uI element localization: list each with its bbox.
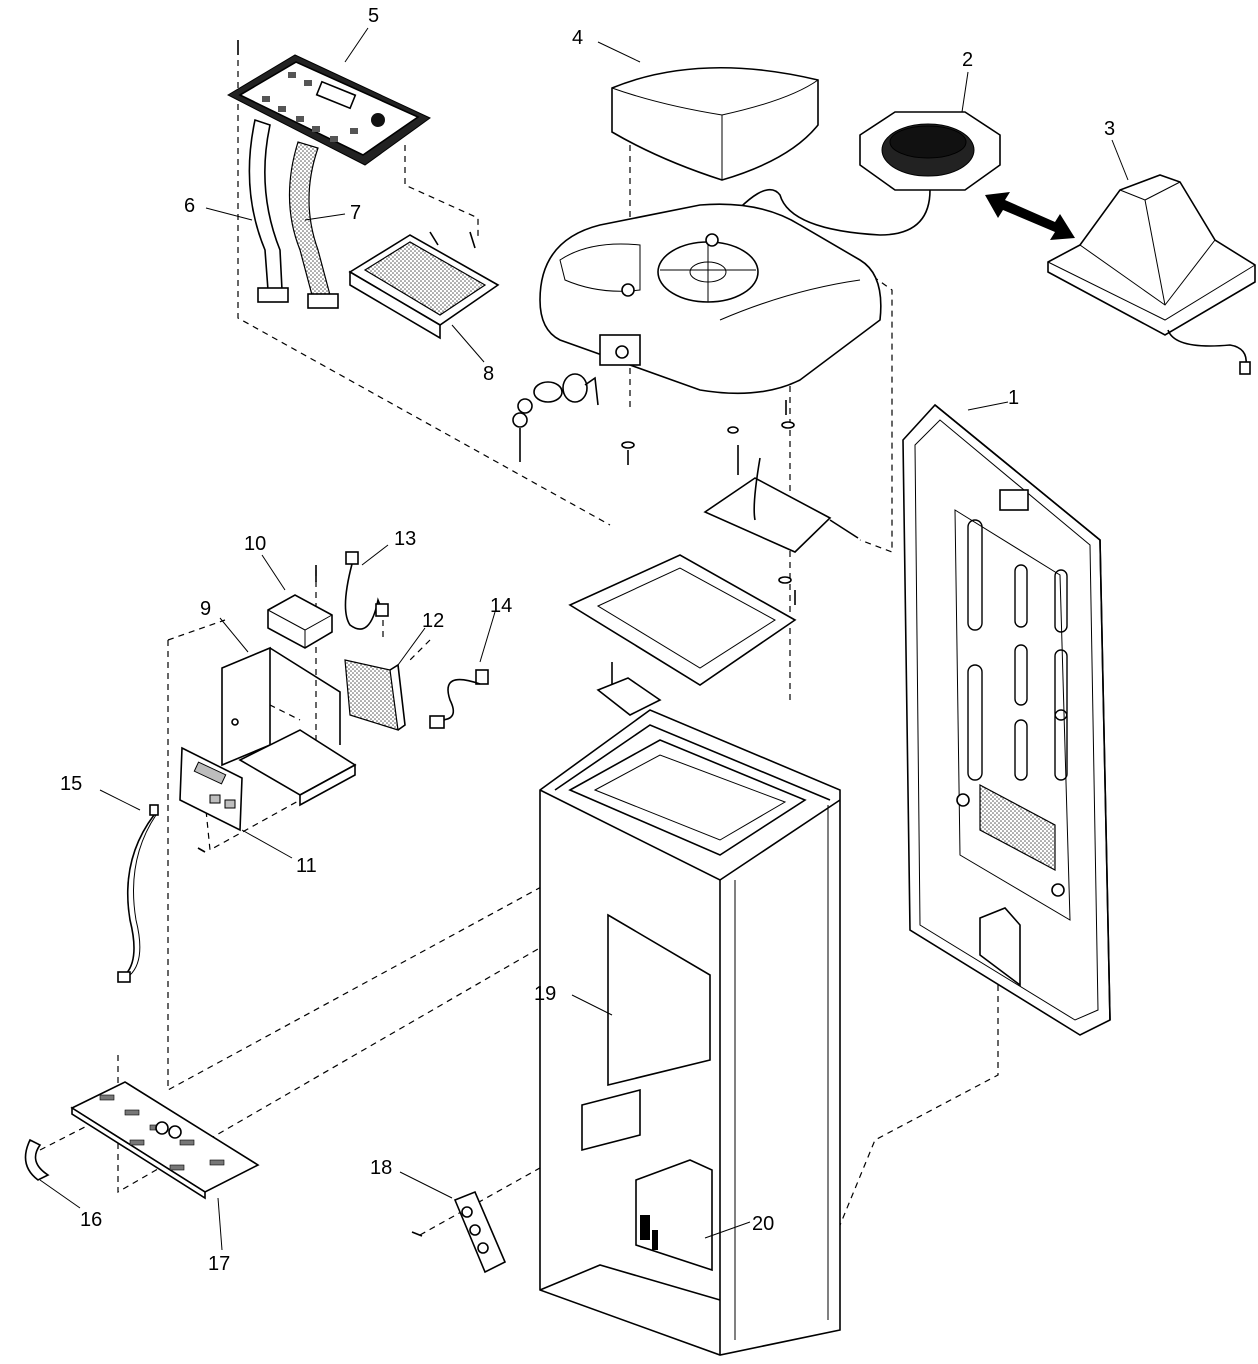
callout-10: 10 (244, 533, 266, 555)
part-15-wire-harness (117, 804, 159, 983)
callout-13: 13 (394, 528, 416, 550)
part-11-circuit-board (179, 746, 243, 853)
mounting-gasket-plate (568, 554, 797, 686)
callout-19: 19 (534, 983, 556, 1005)
part-12-circuit-board (344, 659, 406, 731)
callout-6: 6 (184, 195, 195, 217)
callout-9: 9 (200, 598, 211, 620)
part-18-terminal-board (411, 1190, 507, 1274)
callout-5: 5 (368, 5, 379, 27)
antenna-bracket (703, 457, 859, 553)
callout-20: 20 (752, 1213, 774, 1235)
housing-screws (621, 400, 795, 475)
callout-18: 18 (370, 1157, 392, 1179)
callout-7: 7 (350, 202, 361, 224)
part-2-antenna-puck (719, 111, 1001, 236)
leader-lines (39, 27, 1129, 1251)
swap-arrow-icon (985, 192, 1075, 240)
callout-1: 1 (1008, 387, 1019, 409)
part-8-card-module (348, 231, 500, 340)
part-10-module-box (267, 565, 333, 649)
callout-2: 2 (962, 49, 973, 71)
callout-14: 14 (490, 595, 512, 617)
small-latch-plate (596, 662, 662, 716)
callout-11: 11 (296, 855, 317, 877)
callout-4: 4 (572, 27, 583, 49)
part-14-cable (429, 669, 489, 729)
callout-16: 16 (80, 1209, 102, 1231)
callout-15: 15 (60, 773, 82, 795)
callout-17: 17 (208, 1253, 230, 1275)
part-16-ribbon-connector (24, 1138, 50, 1181)
callout-labels: 1 2 3 4 5 6 7 8 9 10 11 12 13 14 15 16 1… (60, 5, 1115, 1275)
part-4-lid-cover (611, 67, 819, 181)
part-17-main-board (70, 1081, 260, 1200)
part-1-cabinet-door (902, 403, 1111, 1036)
main-cabinet-body (539, 709, 841, 1356)
part-13-cable (344, 551, 389, 630)
callout-3: 3 (1104, 118, 1115, 140)
top-housing-assembly (539, 203, 882, 395)
part-6-ribbon-cable (248, 118, 289, 303)
assembly-guide-lines (39, 60, 999, 1236)
part-5-keypad-panel (226, 40, 431, 166)
part-7-ribbon-cable (288, 141, 339, 309)
callout-8: 8 (483, 363, 494, 385)
part-9-mounting-bracket (221, 646, 357, 807)
part-3-cone-antenna (1047, 174, 1256, 375)
callout-12: 12 (422, 610, 444, 632)
lock-and-keys (512, 373, 599, 462)
